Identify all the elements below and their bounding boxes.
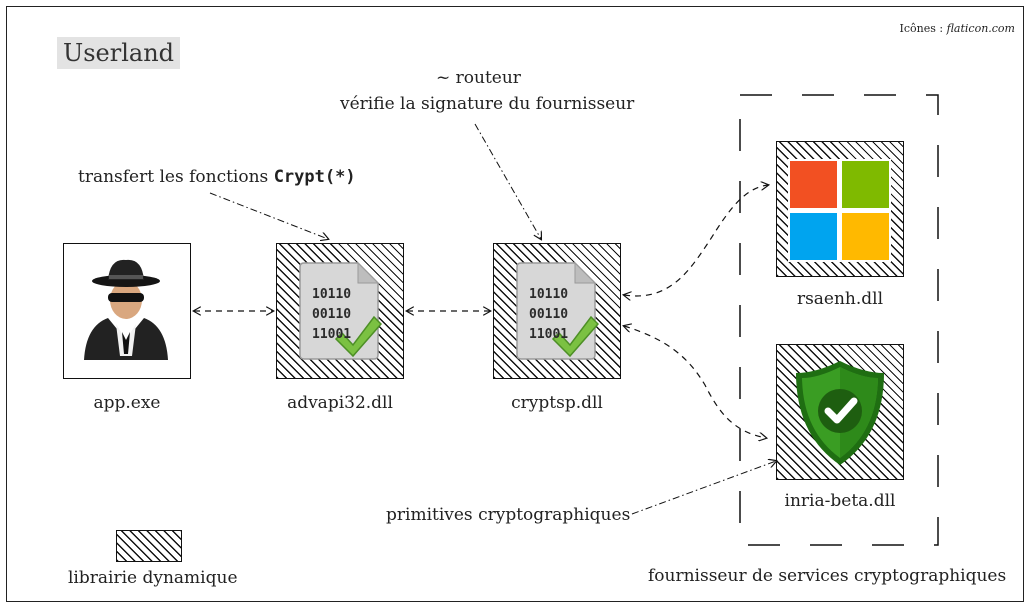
diagram-frame	[6, 6, 1024, 602]
rsaenh-label: rsaenh.dll	[796, 289, 884, 309]
signature-note: vérifie la signature du fournisseur	[340, 94, 635, 114]
binary-row: 11001	[529, 327, 569, 342]
rsaenh-node	[776, 141, 904, 277]
userland-title: Userland	[57, 37, 181, 69]
router-note: ~ routeur	[436, 68, 521, 88]
inria-node	[776, 344, 904, 480]
windows-logo-icon	[788, 159, 891, 262]
credit-source: flaticon.com	[946, 22, 1015, 35]
binary-row: 00110	[312, 307, 352, 322]
binary-row: 11001	[312, 327, 352, 342]
arrow-cryptsp-inria	[624, 326, 766, 438]
pointer-router-note	[474, 123, 541, 239]
inria-label: inria-beta.dll	[784, 491, 896, 511]
advapi-node: 10110 00110 11001	[276, 243, 404, 379]
icon-credit: Icônes : flaticon.com	[900, 22, 1016, 35]
transfer-note: transfert les fonctions Crypt(*)	[78, 167, 356, 187]
legend-label: librairie dynamique	[68, 568, 238, 588]
app-label: app.exe	[93, 393, 161, 413]
binary-row: 00110	[529, 307, 569, 322]
app-node	[63, 243, 191, 379]
advapi-label: advapi32.dll	[287, 393, 393, 413]
binary-text: 10110 00110 11001	[529, 285, 568, 345]
spy-icon	[84, 259, 168, 360]
binary-row: 10110	[312, 287, 352, 302]
shield-check-icon	[796, 361, 884, 465]
pointer-transfer-note	[209, 192, 328, 239]
primitives-note: primitives cryptographiques	[386, 505, 631, 525]
provider-group-label: fournisseur de services cryptographiques	[648, 566, 1007, 586]
transfer-note-text: transfert les fonctions	[78, 167, 269, 187]
provider-group-box	[739, 94, 939, 546]
pointer-primitives-note	[631, 461, 776, 515]
legend-swatch	[116, 530, 182, 562]
binary-file-icon: 10110 00110 11001	[513, 261, 600, 361]
transfer-note-code: Crypt(*)	[273, 167, 356, 187]
cryptsp-node: 10110 00110 11001	[493, 243, 621, 379]
arrow-cryptsp-rsaenh	[624, 185, 768, 296]
binary-text: 10110 00110 11001	[312, 285, 351, 345]
cryptsp-label: cryptsp.dll	[511, 393, 603, 413]
credit-prefix: Icônes :	[899, 22, 944, 35]
binary-file-icon: 10110 00110 11001	[296, 261, 383, 361]
binary-row: 10110	[529, 287, 569, 302]
